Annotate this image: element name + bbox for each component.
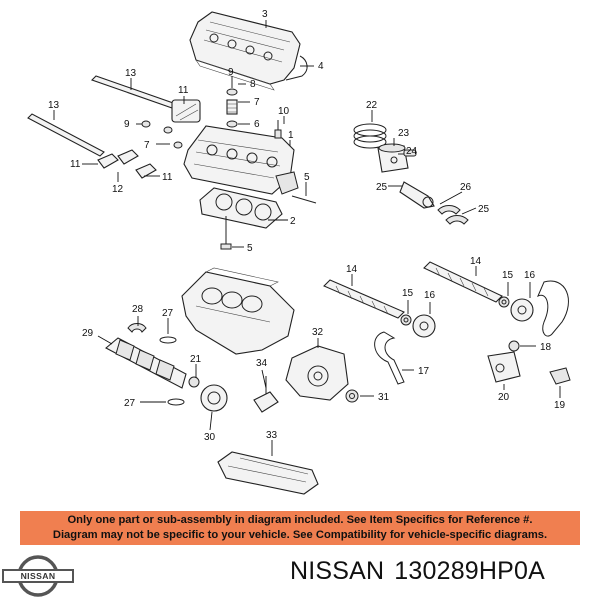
callout-4: 4 <box>318 61 324 72</box>
callout-14b: 14 <box>470 256 482 267</box>
callout-2: 2 <box>290 216 296 227</box>
crankshaft <box>105 337 187 389</box>
spark-plug <box>274 120 282 139</box>
callout-12: 12 <box>112 184 124 195</box>
belt-cover <box>374 331 405 385</box>
callout-9b: 9 <box>124 119 130 130</box>
callout-25b: 25 <box>478 204 490 215</box>
callout-15b: 15 <box>502 270 514 281</box>
callout-15: 15 <box>402 288 414 299</box>
callout-5: 5 <box>304 172 310 183</box>
cylinder-head <box>183 125 299 195</box>
callout-27b: 27 <box>124 398 136 409</box>
oil-pump <box>285 345 349 401</box>
callout-11b: 11 <box>70 159 81 170</box>
callout-8: 8 <box>250 79 256 90</box>
callout-28: 28 <box>132 304 144 315</box>
cam-sprockets <box>412 298 534 338</box>
connecting-rod <box>399 181 435 209</box>
callout-26: 26 <box>460 182 472 193</box>
valve-cover-gasket <box>285 55 308 81</box>
valve-cover <box>189 11 301 91</box>
oil-pan <box>217 451 319 495</box>
callout-11c: 11 <box>162 172 173 183</box>
disclaimer-line-2: Diagram may not be specific to your vehi… <box>52 529 548 541</box>
callout-20: 20 <box>498 392 510 403</box>
callout-10: 10 <box>278 106 290 117</box>
head-bolt-2 <box>291 195 317 204</box>
callout-9: 9 <box>228 67 234 78</box>
callout-34: 34 <box>256 358 268 369</box>
callout-7b: 7 <box>144 140 150 151</box>
callout-1: 1 <box>288 130 294 141</box>
engine-exploded-diagram: 3 4 13 11 9 8 7 6 10 1 13 9 7 11 12 11 5… <box>27 9 571 495</box>
callout-31: 31 <box>378 392 390 403</box>
part-title: NISSAN 130289HP0A <box>290 557 596 597</box>
callout-21: 21 <box>190 354 202 365</box>
timing-belt <box>537 280 569 337</box>
nissan-logo: NISSAN <box>2 555 74 597</box>
brand-name: NISSAN <box>290 557 385 585</box>
rocker-shaft-lower <box>27 113 105 157</box>
callout-7: 7 <box>254 97 260 108</box>
callout-18: 18 <box>540 342 552 353</box>
callout-29: 29 <box>82 328 94 339</box>
callout-17: 17 <box>418 366 430 377</box>
callout-11: 11 <box>178 85 189 96</box>
callout-25: 25 <box>376 182 388 193</box>
piston <box>377 143 409 173</box>
main-bearings <box>127 323 185 406</box>
disclaimer-line-1: Only one part or sub-assembly in diagram… <box>67 514 533 526</box>
part-number: 130289HP0A <box>394 557 546 585</box>
callout-19: 19 <box>554 400 566 411</box>
callout-13: 13 <box>125 68 137 79</box>
callout-6: 6 <box>254 119 260 130</box>
rocker-shaft-upper <box>90 75 178 109</box>
piston-rings <box>353 123 387 149</box>
crank-pulley <box>200 384 228 412</box>
callout-32: 32 <box>312 327 324 338</box>
oil-seal <box>345 389 359 403</box>
head-bolt <box>220 216 232 250</box>
oil-strainer <box>253 376 279 413</box>
callout-22: 22 <box>366 100 378 111</box>
leader-lines <box>53 20 561 456</box>
callout-23: 23 <box>398 128 410 139</box>
engine-block <box>181 267 295 355</box>
callout-24: 24 <box>406 146 418 157</box>
callout-14: 14 <box>346 264 358 275</box>
callout-13b: 13 <box>48 100 60 111</box>
head-gasket <box>199 187 283 229</box>
piston-pin <box>403 149 417 157</box>
logo-text: NISSAN <box>21 571 56 581</box>
valve-spring-parts <box>141 88 238 149</box>
callout-3: 3 <box>262 9 268 20</box>
rod-bearings <box>437 205 469 225</box>
disclaimer-banner: Only one part or sub-assembly in diagram… <box>20 511 580 545</box>
callout-16b: 16 <box>524 270 536 281</box>
cam-seals <box>400 296 510 326</box>
callout-30: 30 <box>204 432 216 443</box>
callout-16: 16 <box>424 290 436 301</box>
belt-tensioner <box>487 340 571 385</box>
callout-33: 33 <box>266 430 278 441</box>
callout-5b: 5 <box>247 243 253 254</box>
rocker-arm-set <box>171 99 201 123</box>
rocker-arm-11 <box>97 149 157 179</box>
crank-sprocket <box>188 376 200 388</box>
camshaft-front <box>323 279 405 319</box>
camshaft-rear <box>423 261 503 303</box>
callout-27: 27 <box>162 308 174 319</box>
callouts: 3 4 13 11 9 8 7 6 10 1 13 9 7 11 12 11 5… <box>48 9 566 443</box>
